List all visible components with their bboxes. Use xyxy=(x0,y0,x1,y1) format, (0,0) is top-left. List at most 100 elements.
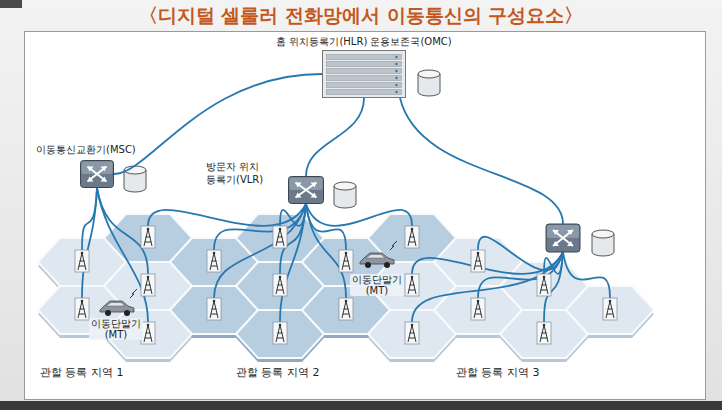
node-heading: 방문자 위치 등록기(VLR) xyxy=(206,160,282,186)
antenna-tower xyxy=(276,325,284,342)
antenna-tower xyxy=(606,301,614,318)
antenna-tower xyxy=(408,229,416,246)
radio-link-line xyxy=(563,252,610,298)
node-icon xyxy=(288,176,324,204)
car-wheel xyxy=(365,262,371,268)
terminal-label: 이동단말기 (MT) xyxy=(89,318,143,340)
antenna-tip xyxy=(477,252,480,255)
server-led xyxy=(395,56,397,58)
radio-link-line xyxy=(82,188,97,298)
antenna-tip xyxy=(213,252,216,255)
radio-link-line xyxy=(306,204,412,226)
radio-link-line xyxy=(412,252,563,322)
radio-link-line xyxy=(412,252,563,274)
server-led xyxy=(395,77,397,79)
radio-link-line xyxy=(97,188,148,322)
base-station-box xyxy=(339,250,353,272)
antenna-tip xyxy=(411,324,414,327)
base-station-box xyxy=(339,298,353,320)
radio-link-line xyxy=(478,252,563,298)
base-station-box xyxy=(603,298,617,320)
antenna-tower xyxy=(144,325,152,342)
switch-highlight xyxy=(547,225,579,238)
region-label: 관할 등록 지역 3 xyxy=(456,366,540,380)
server-led xyxy=(395,84,397,86)
base-station-box xyxy=(141,322,155,344)
terminal-label: 이동단말기 (MT) xyxy=(350,274,404,296)
network-link xyxy=(114,74,322,174)
base-station-box xyxy=(273,274,287,296)
base-station-box xyxy=(141,226,155,248)
hlr-server: 홈 위치등록기(HLR) 운용보존국(OMC) xyxy=(322,50,406,98)
base-station-box xyxy=(207,298,221,320)
car-wheel xyxy=(384,262,390,268)
bottom-bar xyxy=(0,401,722,410)
node-icon xyxy=(80,160,114,188)
antenna-tip xyxy=(345,252,348,255)
server-rack xyxy=(323,51,406,98)
database-top xyxy=(592,230,614,238)
antenna-tip xyxy=(81,300,84,303)
antenna-tip xyxy=(213,300,216,303)
antenna-tower xyxy=(276,277,284,294)
car-body xyxy=(360,253,394,264)
antenna-tower xyxy=(78,253,86,270)
corner-bar xyxy=(0,0,22,8)
node-icon xyxy=(322,50,406,98)
antenna-tip xyxy=(81,252,84,255)
radio-link-line xyxy=(214,204,306,250)
server-slot xyxy=(327,69,402,74)
antenna-tower xyxy=(408,277,416,294)
radio-link-line xyxy=(280,204,306,322)
switch-arrows xyxy=(296,183,317,198)
database-top xyxy=(418,70,440,78)
antenna-tip xyxy=(147,324,150,327)
server-led xyxy=(395,70,397,72)
antenna-tower xyxy=(78,301,86,318)
radio-signal xyxy=(390,241,397,250)
antenna-tower xyxy=(540,325,548,342)
switch-arrows xyxy=(88,167,107,182)
switch-arrows xyxy=(553,230,573,246)
base-station-box xyxy=(471,250,485,272)
radio-signal xyxy=(130,289,137,298)
database-top xyxy=(334,182,356,190)
base-station-box xyxy=(405,274,419,296)
base-station-box xyxy=(75,250,89,272)
base-station-box xyxy=(75,298,89,320)
switch-highlight xyxy=(290,178,323,191)
node-heading: 이동통신교환기(MSC) xyxy=(36,143,136,156)
car-wheel xyxy=(124,310,130,316)
base-station-box xyxy=(405,322,419,344)
server-led xyxy=(395,91,397,93)
base-station-box xyxy=(207,250,221,272)
antenna-tip xyxy=(411,276,414,279)
car-wheel xyxy=(105,310,111,316)
antenna-tower xyxy=(342,301,350,318)
antenna-tip xyxy=(279,324,282,327)
server-slot xyxy=(327,62,402,67)
antenna-tower xyxy=(144,229,152,246)
server-slot xyxy=(327,76,402,81)
antenna-tower xyxy=(144,277,152,294)
antenna-tower xyxy=(540,277,548,294)
antenna-tower xyxy=(474,253,482,270)
server-slot xyxy=(327,55,402,60)
server-slot xyxy=(327,90,402,95)
antenna-tower xyxy=(408,325,416,342)
region-label: 관할 등록 지역 1 xyxy=(40,366,124,380)
antenna-tower xyxy=(210,253,218,270)
antenna-tower xyxy=(210,301,218,318)
switch-body xyxy=(81,161,114,188)
antenna-tip xyxy=(147,276,150,279)
antenna-tip xyxy=(279,228,282,231)
radio-link-line xyxy=(148,204,306,226)
antenna-tower xyxy=(342,253,350,270)
antenna-tip xyxy=(609,300,612,303)
base-station-box xyxy=(537,274,551,296)
switch-arrowheads xyxy=(88,167,107,182)
antenna-tower xyxy=(474,301,482,318)
base-station-box xyxy=(405,226,419,248)
server-slot xyxy=(327,83,402,88)
base-station-box xyxy=(273,322,287,344)
